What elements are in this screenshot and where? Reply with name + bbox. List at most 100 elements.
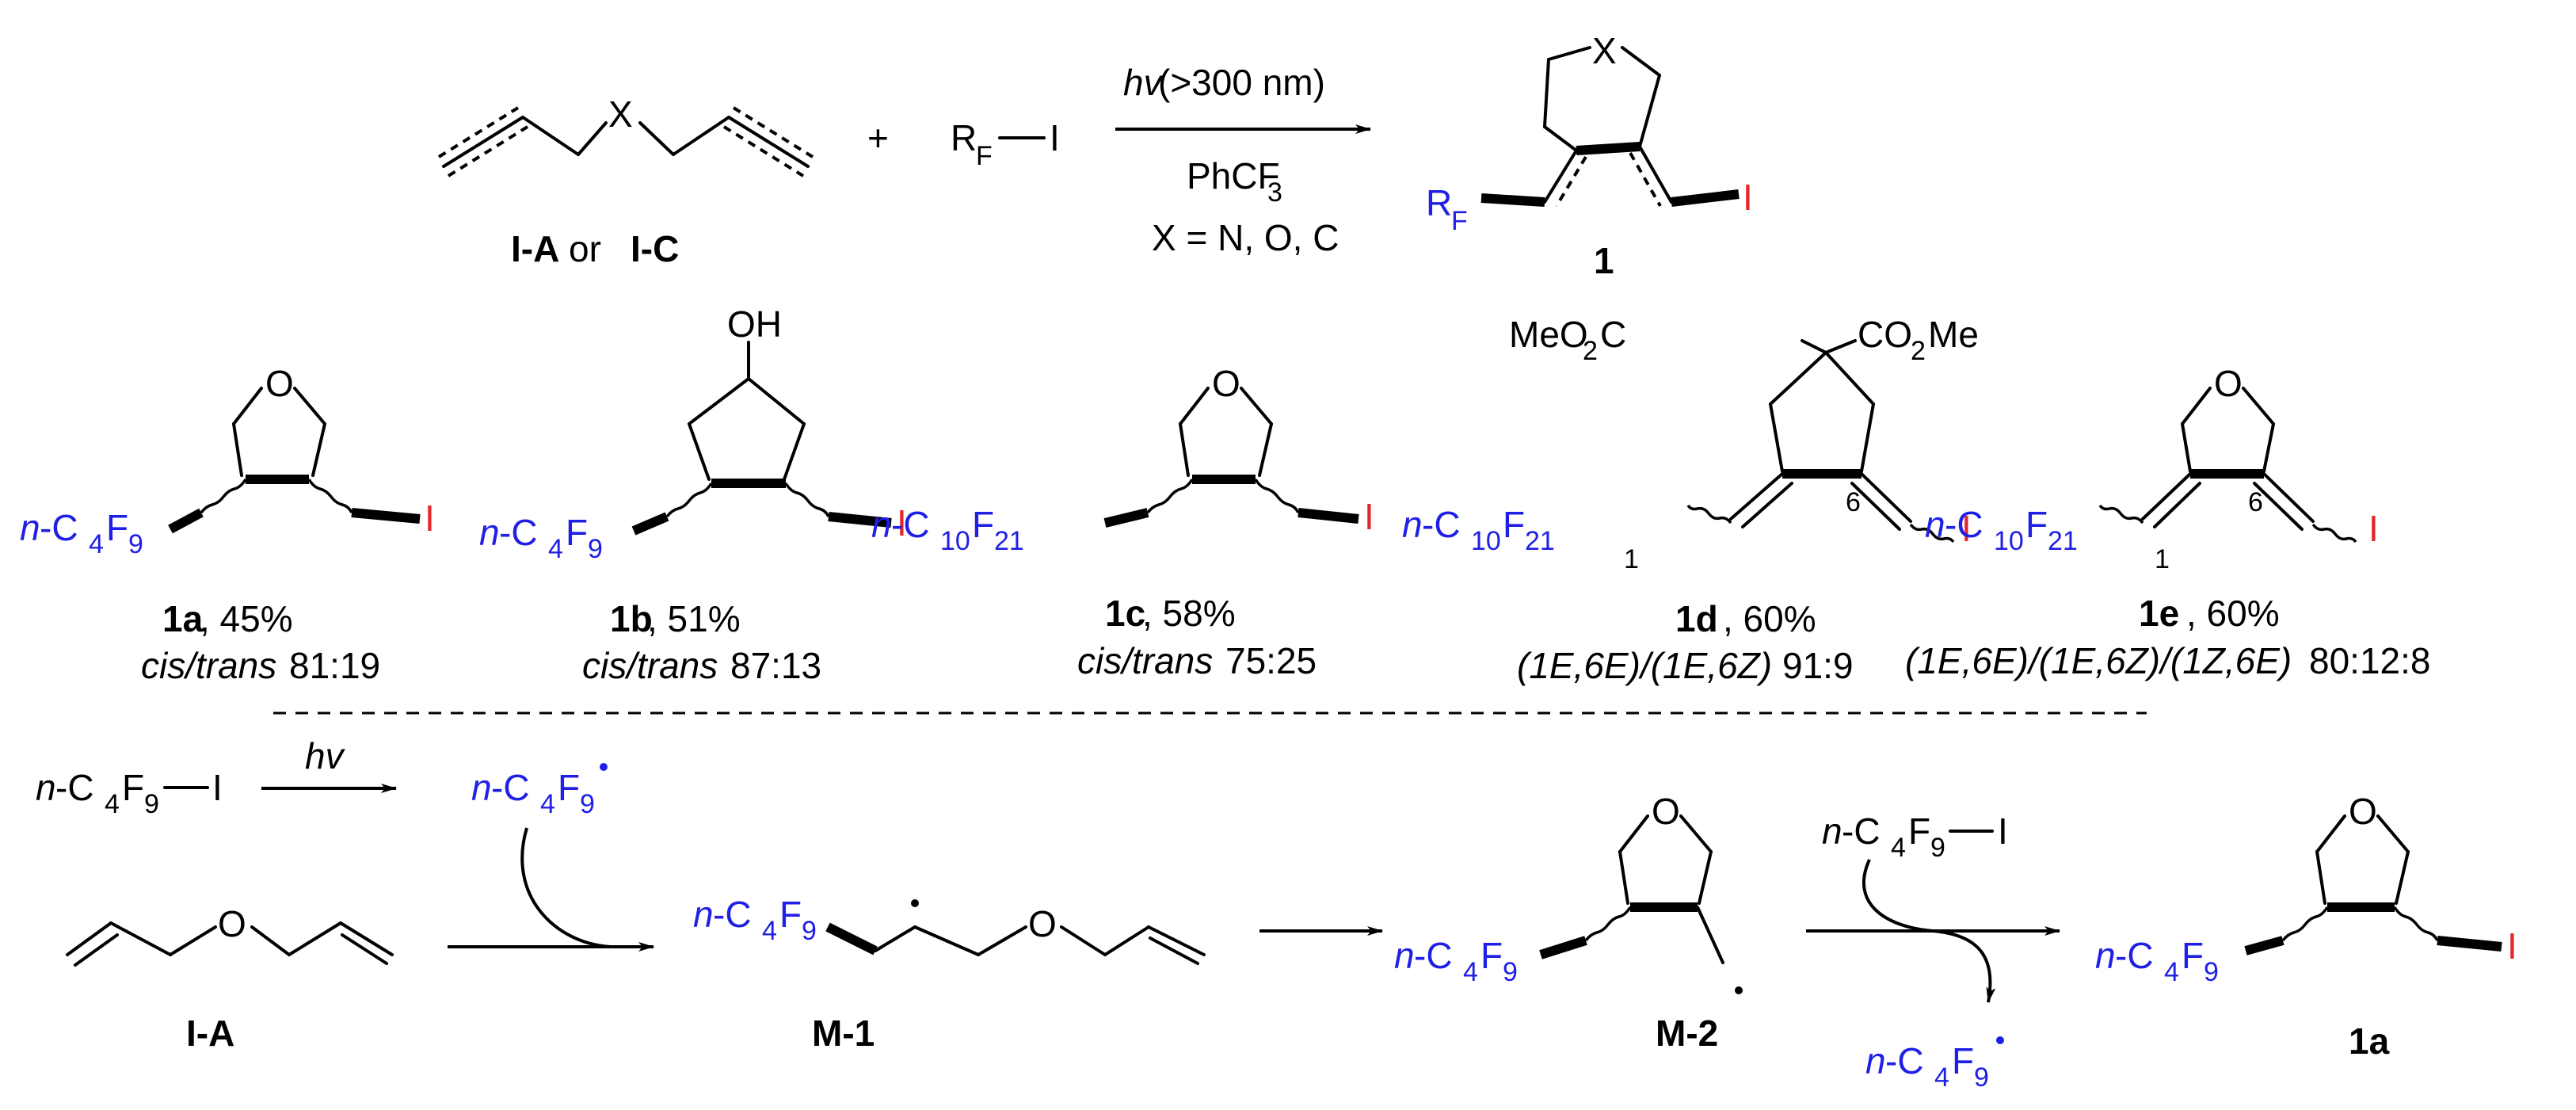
radical-addition-arrow: [448, 827, 654, 952]
m2-rf-sub1: 4: [1463, 957, 1478, 987]
init-sub1: 4: [105, 789, 120, 819]
m1-rf-sub1: 4: [762, 916, 777, 946]
product-1b-rf-main: -C: [499, 512, 538, 553]
product-1a-oxygen: O: [265, 363, 294, 404]
product-1e-name: 1e: [2139, 593, 2179, 634]
init-prefix: n: [36, 767, 56, 808]
transfer-sub2: 9: [1930, 833, 1945, 863]
product-1e-rf-sub1: 10: [1994, 526, 2024, 556]
product-1a-rf-sub2: 9: [128, 529, 143, 559]
product-1e-rf-sub2: 21: [2048, 526, 2078, 556]
radical-main: -C: [491, 767, 530, 808]
product-1e-ratio-label: (1E,6E)/(1E,6Z)/(1Z,6E): [1905, 640, 2292, 681]
final-1a-rf-sub1: 4: [2164, 957, 2179, 987]
product-1d-name: 1d: [1675, 598, 1718, 639]
substrate-label: I-A: [186, 1013, 234, 1054]
product-1d-ester-right-end: Me: [1928, 314, 1979, 355]
product-1c-rf-main: -C: [891, 504, 930, 545]
product-1b-yield: , 51%: [647, 598, 741, 639]
product-1d-ester-right: CO: [1858, 314, 1912, 355]
product-1e-yield: , 60%: [2186, 593, 2280, 634]
product-1d-rf-main2: F: [1503, 504, 1525, 545]
product-1e-ratio-value: 80:12:8: [2309, 640, 2430, 681]
product-1d-ester-left: MeO: [1509, 314, 1588, 355]
product-1d-rf-sub2: 21: [1525, 526, 1555, 556]
m1-oxygen: O: [1028, 903, 1057, 944]
product-1c-ratio-value: 75:25: [1225, 640, 1317, 681]
product-1c-ratio-label: cis/trans: [1077, 640, 1213, 681]
product-1a-ratio-label: cis/trans: [141, 645, 276, 686]
product-1b-rf-main2: F: [566, 512, 588, 553]
init-iodine: I: [212, 767, 223, 808]
product-1a-rf-main2: F: [106, 507, 128, 548]
m2-rf-main: -C: [1414, 935, 1453, 976]
product-1c-rf-main2: F: [972, 504, 994, 545]
product-1a-rf-prefix: n: [20, 507, 40, 548]
product-1d-ester-left-end: C: [1600, 314, 1626, 355]
init-sub2: 9: [144, 789, 159, 819]
product-1c-name: 1c: [1105, 593, 1145, 634]
product-1e-position-6: 6: [2248, 487, 2263, 517]
final-1a-rf-prefix: n: [2095, 935, 2116, 976]
radical-sub2: 9: [580, 789, 595, 819]
product-1d-rf-prefix: n: [1402, 504, 1423, 545]
regenerated-prefix: n: [1865, 1040, 1886, 1081]
final-1a-iodine: I: [2507, 925, 2517, 967]
init-main: -C: [55, 767, 94, 808]
final-1a-rf-main: -C: [2115, 935, 2154, 976]
product-1-label: 1: [1594, 240, 1614, 281]
rf-iodide-reagent: R F I: [951, 117, 1060, 171]
reactant-label-ia: I-A: [511, 228, 559, 269]
product-1d-ratio-label: (1E,6E)/(1E,6Z): [1517, 645, 1772, 686]
iodine-transfer-arrow: [1806, 859, 2060, 1003]
final-1a-rf-sub2: 9: [2204, 957, 2219, 987]
m2-rf-prefix: n: [1394, 935, 1415, 976]
x-atom: X: [608, 93, 633, 135]
radical-prefix: n: [471, 767, 492, 808]
reactant-label-ic: I-C: [631, 228, 679, 269]
regenerated-radical-dot: [1996, 1036, 2004, 1044]
product-1b-ratio-label: cis/trans: [582, 645, 718, 686]
condition-x: X = N, O, C: [1152, 217, 1339, 258]
product-1c-rf-prefix: n: [871, 504, 892, 545]
rf-symbol: R: [951, 117, 977, 158]
transfer-prefix: n: [1822, 811, 1842, 852]
product-1a-ratio-value: 81:19: [289, 645, 380, 686]
condition-hv: hv: [1123, 62, 1164, 103]
init-hv: hv: [305, 735, 346, 776]
product-1c-oxygen: O: [1212, 363, 1240, 404]
product-1b-hydroxyl: OH: [727, 303, 782, 345]
m1-rf-main2: F: [779, 894, 802, 935]
init-main2: F: [122, 767, 144, 808]
product-1a-rf-sub1: 4: [89, 529, 104, 559]
product-1e-rf-main2: F: [2025, 504, 2048, 545]
m1-rf-prefix: n: [693, 894, 714, 935]
product-1-rf: R: [1426, 182, 1452, 223]
m1-structure: [825, 899, 1206, 965]
regenerated-sub2: 9: [1974, 1062, 1989, 1093]
product-1b-structure: [631, 341, 892, 536]
final-1a-oxygen: O: [2349, 791, 2377, 832]
product-1-x: X: [1592, 30, 1617, 71]
product-1a-yield: , 45%: [200, 598, 293, 639]
m2-oxygen: O: [1652, 791, 1680, 832]
final-1a-rf-main2: F: [2182, 935, 2204, 976]
regenerated-main: -C: [1885, 1040, 1924, 1081]
product-1e-position-1: 1: [2155, 544, 2170, 574]
m1-rf-main: -C: [713, 894, 752, 935]
product-1d-yield: , 60%: [1723, 598, 1816, 639]
diyne-substrate: X: [437, 93, 814, 177]
product-1d-ratio-value: 91:9: [1782, 645, 1854, 686]
product-1a-rf-main: -C: [40, 507, 78, 548]
product-1d-rf-main: -C: [1422, 504, 1461, 545]
product-1b-rf-sub2: 9: [588, 534, 603, 564]
product-1e-structure: O: [2098, 363, 2357, 544]
m2-rf-sub2: 9: [1503, 957, 1518, 987]
product-1a-iodine: I: [425, 498, 435, 539]
diallyl-ether-structure: [66, 921, 394, 967]
m1-label: M-1: [812, 1013, 875, 1054]
final-1a-label: 1a: [2349, 1020, 2390, 1062]
product-1b-rf-prefix: n: [479, 512, 500, 553]
product-1d-iodine: I: [1961, 508, 1972, 549]
